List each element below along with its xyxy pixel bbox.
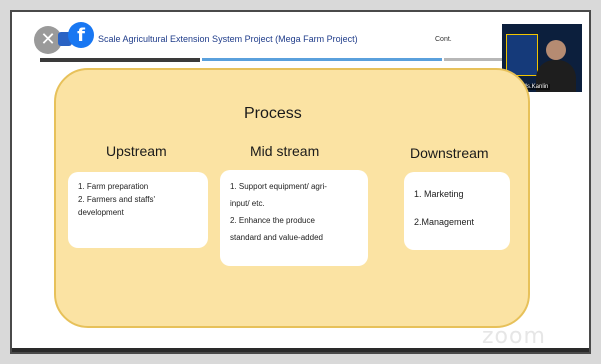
downstream-item-2: 2.Management [414, 217, 475, 227]
close-icon[interactable]: ✕ [34, 26, 62, 54]
slide-header-cont: Cont. [435, 36, 452, 43]
upstream-item-2: 2. Farmers and staffs' [78, 195, 155, 204]
process-title: Process [244, 105, 302, 122]
upstream-title: Upstream [106, 143, 167, 159]
zoom-watermark: zoom [482, 324, 546, 349]
slide-header: ✕ f Scale Agricultural Extension System … [12, 12, 589, 62]
participant-head [546, 40, 566, 60]
downstream-title: Downstream [410, 145, 489, 161]
midstream-item-1: 1. Support equipment/ agri- [230, 182, 327, 191]
header-rule-gray [444, 58, 504, 61]
header-rule-blue [202, 58, 442, 61]
background-poster [506, 34, 538, 76]
facebook-icon: f [68, 22, 94, 48]
upstream-card: 1. Farm preparation 2. Farmers and staff… [68, 172, 208, 248]
upstream-item-3: development [78, 208, 124, 217]
midstream-title: Mid stream [250, 143, 320, 159]
screen-share-frame: ✕ f Scale Agricultural Extension System … [10, 10, 591, 354]
midstream-card: 1. Support equipment/ agri- input/ etc. … [220, 170, 368, 266]
downstream-item-1: 1. Marketing [414, 189, 464, 199]
midstream-item-3: 2. Enhance the produce [230, 216, 315, 225]
bottom-bar [12, 348, 589, 352]
slide-header-title: Scale Agricultural Extension System Proj… [98, 34, 358, 44]
downstream-card: 1. Marketing 2.Management [404, 172, 510, 250]
participant-name-tag: CPD_Ms.Kanlin [504, 84, 551, 90]
header-rule-dark [40, 58, 200, 62]
midstream-item-4: standard and value-added [230, 233, 323, 242]
upstream-item-1: 1. Farm preparation [78, 182, 149, 191]
midstream-item-2: input/ etc. [230, 199, 265, 208]
participant-video-tile[interactable]: CPD_Ms.Kanlin [502, 24, 582, 92]
